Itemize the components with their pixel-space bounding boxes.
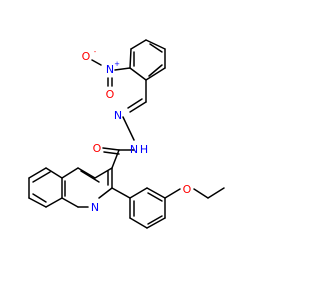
quinoline-nitrogen-label: N — [91, 201, 99, 214]
nitro-positive-charge: + — [114, 60, 120, 68]
hydrazone-nitrogen-label: N — [114, 109, 122, 122]
ether-oxygen-label: O — [183, 183, 192, 196]
nitro-nitrogen-label: N — [106, 63, 114, 76]
molecule-structure-diagram: N N H O N O N + O - O — [28, 39, 225, 229]
carbonyl-oxygen-label: O — [93, 142, 102, 155]
nitro-negative-charge: - — [94, 48, 97, 56]
atom-labels: N N H O N O N + O - O — [82, 48, 192, 214]
amide-nitrogen-label: N — [130, 143, 138, 156]
bond-lines — [28, 39, 225, 229]
nitro-oxygen-double-label: O — [106, 88, 115, 101]
nitro-oxygen-single-label: O — [82, 50, 91, 63]
amide-hydrogen-label: H — [140, 143, 148, 156]
